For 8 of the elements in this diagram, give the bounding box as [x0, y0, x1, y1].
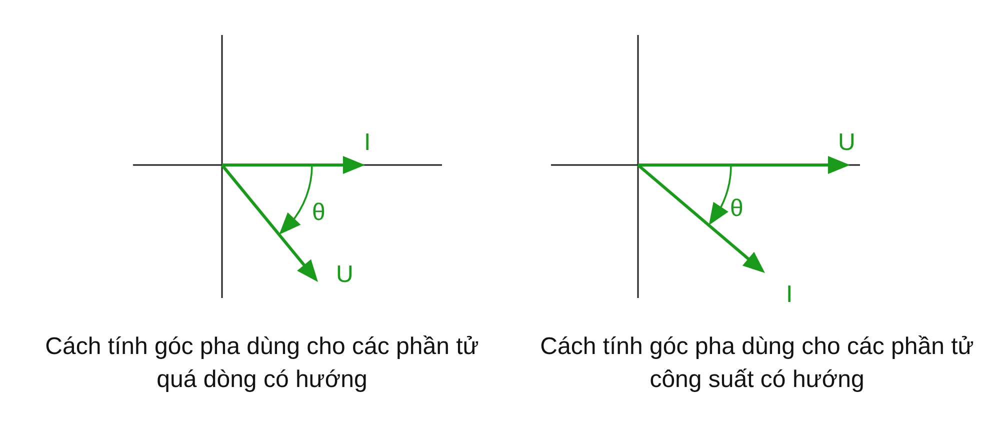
caption: Cách tính góc pha dùng cho các phần tử quá dòng có hướng	[44, 332, 480, 395]
caption: Cách tính góc pha dùng cho các phần tử công suất có hướng	[539, 332, 975, 395]
phasor-label: I	[786, 282, 793, 308]
angle-label: θ	[312, 200, 326, 226]
phasor-label: I	[364, 130, 371, 156]
phasor-label: U	[336, 262, 354, 288]
phasor-label: U	[838, 130, 856, 156]
angle-label: θ	[730, 196, 744, 222]
